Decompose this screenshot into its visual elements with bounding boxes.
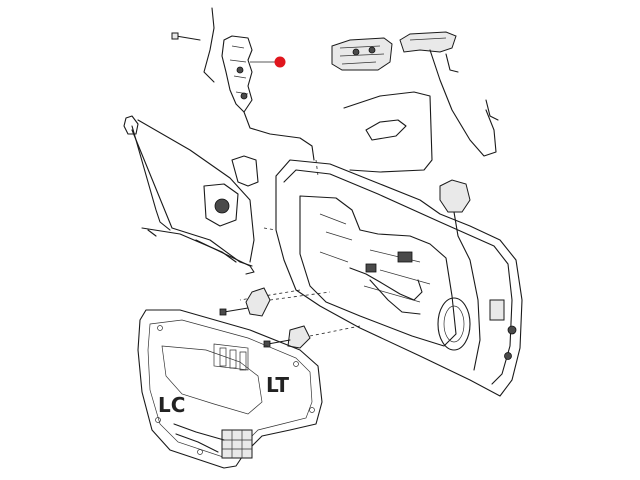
inner-handle-housing [439, 179, 471, 213]
bracket-lower [287, 325, 311, 349]
mounting-bolt [175, 35, 201, 41]
wiring-harness [349, 267, 423, 301]
panel-label-right: LT [266, 373, 289, 397]
inside-handle-assembly [399, 31, 499, 157]
screw-upper [223, 307, 249, 313]
door-skin-section [343, 91, 433, 173]
inside-handle-cable [429, 49, 497, 157]
outside-handle-assembly [331, 37, 433, 173]
regulator-motor [203, 183, 239, 227]
switch-grid [221, 429, 253, 459]
bracket-upper [245, 287, 271, 317]
window-regulator [123, 115, 259, 275]
bolt-head [171, 32, 179, 40]
speaker-opening [437, 297, 471, 351]
fasteners [219, 287, 361, 349]
latch-rod [203, 7, 215, 83]
handle-recess [365, 119, 407, 141]
latch-highlight-marker [274, 56, 286, 68]
trim-recess [161, 345, 263, 415]
latch-cable [243, 111, 315, 161]
latch-assembly [171, 7, 315, 161]
panel-label-left: LC [158, 393, 185, 417]
door-trim-panel: LC LT [137, 309, 323, 469]
door-inner-frame [239, 159, 523, 397]
